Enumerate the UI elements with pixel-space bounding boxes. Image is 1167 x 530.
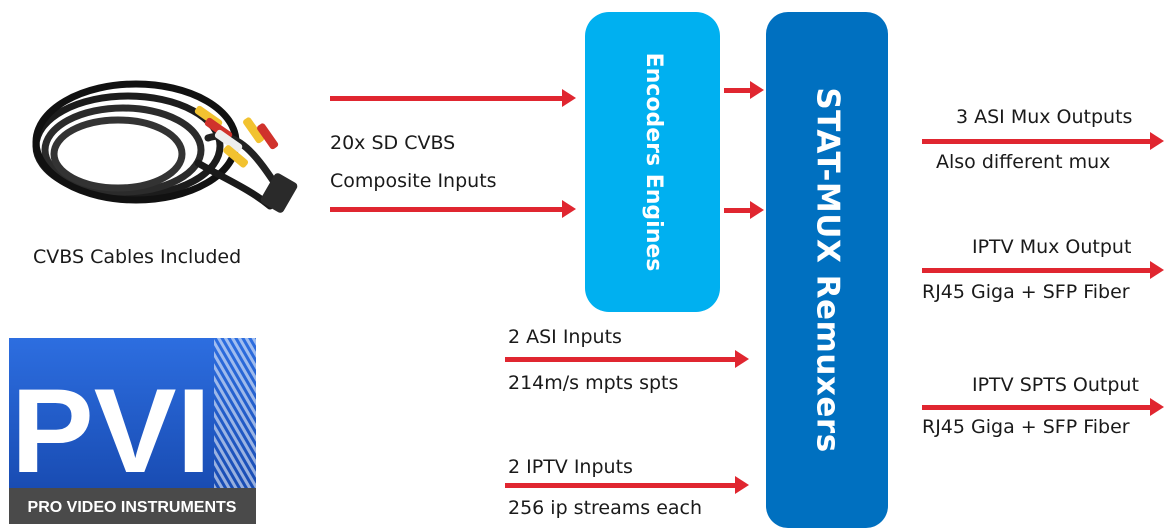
- cvbs-cable-image: [32, 80, 298, 213]
- output-iptv-mux-detail: RJ45 Giga + SFP Fiber: [922, 281, 1130, 303]
- logo-letters: PVI: [11, 364, 211, 498]
- output-iptv-spts-detail: RJ45 Giga + SFP Fiber: [922, 416, 1130, 438]
- output-asi-detail: Also different mux: [936, 151, 1111, 173]
- asi-inputs-title: 2 ASI Inputs: [508, 326, 622, 348]
- asi-input-arrow: [505, 350, 749, 368]
- cvbs-input-line1: 20x SD CVBS: [330, 132, 456, 154]
- output-iptv-spts-title: IPTV SPTS Output: [972, 374, 1139, 396]
- logo-tagline: PRO VIDEO INSTRUMENTS: [28, 499, 237, 516]
- output-asi-arrow: [922, 132, 1164, 150]
- encoders-label: Encoders Engines: [640, 52, 666, 272]
- pvi-logo: PVI PRO VIDEO INSTRUMENTS: [9, 338, 256, 524]
- iptv-input-arrow: [505, 476, 749, 494]
- cvbs-arrow-2: [330, 200, 576, 218]
- output-iptv-mux-title: IPTV Mux Output: [972, 236, 1132, 258]
- asi-inputs-detail: 214m/s mpts spts: [508, 372, 679, 394]
- output-iptv-mux-arrow: [922, 261, 1164, 279]
- statmux-label: STAT-MUX Remuxers: [809, 87, 846, 453]
- iptv-inputs-title: 2 IPTV Inputs: [508, 456, 633, 478]
- encoder-to-mux-arrow-1: [724, 81, 764, 99]
- statmux-block: STAT-MUX Remuxers: [766, 12, 888, 528]
- cvbs-arrow-1: [330, 89, 576, 107]
- encoder-to-mux-arrow-2: [724, 201, 764, 219]
- cvbs-input-line2: Composite Inputs: [330, 170, 497, 192]
- output-iptv-spts-arrow: [922, 398, 1164, 416]
- encoders-block: Encoders Engines: [585, 12, 720, 312]
- cables-caption: CVBS Cables Included: [33, 246, 242, 268]
- output-asi-title: 3 ASI Mux Outputs: [956, 106, 1133, 128]
- iptv-inputs-detail: 256 ip streams each: [508, 497, 703, 519]
